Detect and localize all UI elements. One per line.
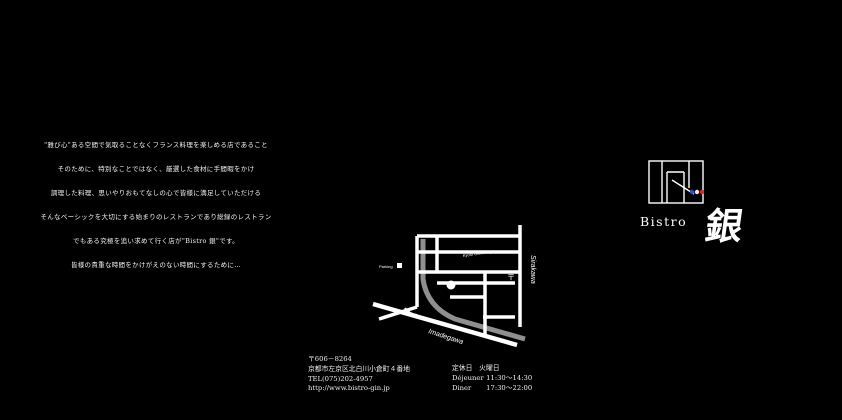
intro-line: そのために、特別なことではなく、厳選した食材に手間暇をかけ <box>57 165 255 173</box>
gray-road <box>420 239 526 342</box>
logo-dot-red <box>699 189 704 195</box>
university-label: Kyoto University <box>462 249 491 258</box>
sirakawa-label: Sirakawa <box>529 255 536 284</box>
post-office-icon: 〒 <box>507 273 515 282</box>
dejeuner-time: 11:30～14:30 <box>486 373 533 382</box>
diner-label: Diner <box>452 383 472 392</box>
map-road <box>404 307 418 316</box>
postal-code: 〒606－8264 <box>308 355 352 363</box>
diner-time: 17:30～22:00 <box>486 383 533 392</box>
logo-dot-white <box>694 189 700 195</box>
address: 京都市左京区北白川小倉町４番地 <box>308 364 410 373</box>
closed-day: 定休日 火曜日 <box>452 364 500 372</box>
intro-line: 皆様の貴重な時間をかけがえのない時間にするために… <box>70 261 242 269</box>
restaurant-marker <box>446 280 456 290</box>
logo-mark <box>648 160 704 204</box>
university-label-text: Kyoto University <box>462 249 491 258</box>
imadegawa-road <box>372 301 518 348</box>
dejeuner-hours: Déjeuner 11:30～14:30 <box>452 374 532 384</box>
intro-line: でもある究極を追い求めて行く店が"Bistro 銀"です。 <box>73 237 239 245</box>
intro-line: そんなベーシックを大切にする始まりのレストランであり総録のレストラン <box>40 213 272 221</box>
intro-line: "雅び心"ある空間で気取ることなくフランス料理を楽しめる店であること <box>44 141 268 149</box>
logo-dot-blue <box>689 189 695 195</box>
dejeuner-label: Déjeuner <box>452 373 484 382</box>
website-link[interactable]: http://www.bistro-gin.jp <box>308 384 390 393</box>
parking-marker <box>397 263 402 268</box>
hours-block: 定休日 火曜日 Déjeuner 11:30～14:30 Diner 17:30… <box>452 364 532 393</box>
bistro-logo: Bistro 銀 <box>640 150 780 260</box>
telephone: TEL(075)202-4957 <box>308 374 373 383</box>
location-map: 〒 Parking Kyoto University Sirakawa Imad… <box>372 225 536 348</box>
contact-block: 〒606－8264 京都市左京区北白川小倉町４番地 TEL(075)202-49… <box>308 355 410 394</box>
diner-hours: Diner 17:30～22:00 <box>452 384 532 394</box>
parking-label: Parking <box>379 264 393 269</box>
imadegawa-label: Imadegawa <box>427 328 464 346</box>
logo-name-latin: Bistro <box>640 214 688 229</box>
intro-line: 調理した料理、思いやりおもてなしの心で皆様に満足していただける <box>50 189 262 197</box>
logo-name-kanji: 銀 <box>702 204 746 248</box>
